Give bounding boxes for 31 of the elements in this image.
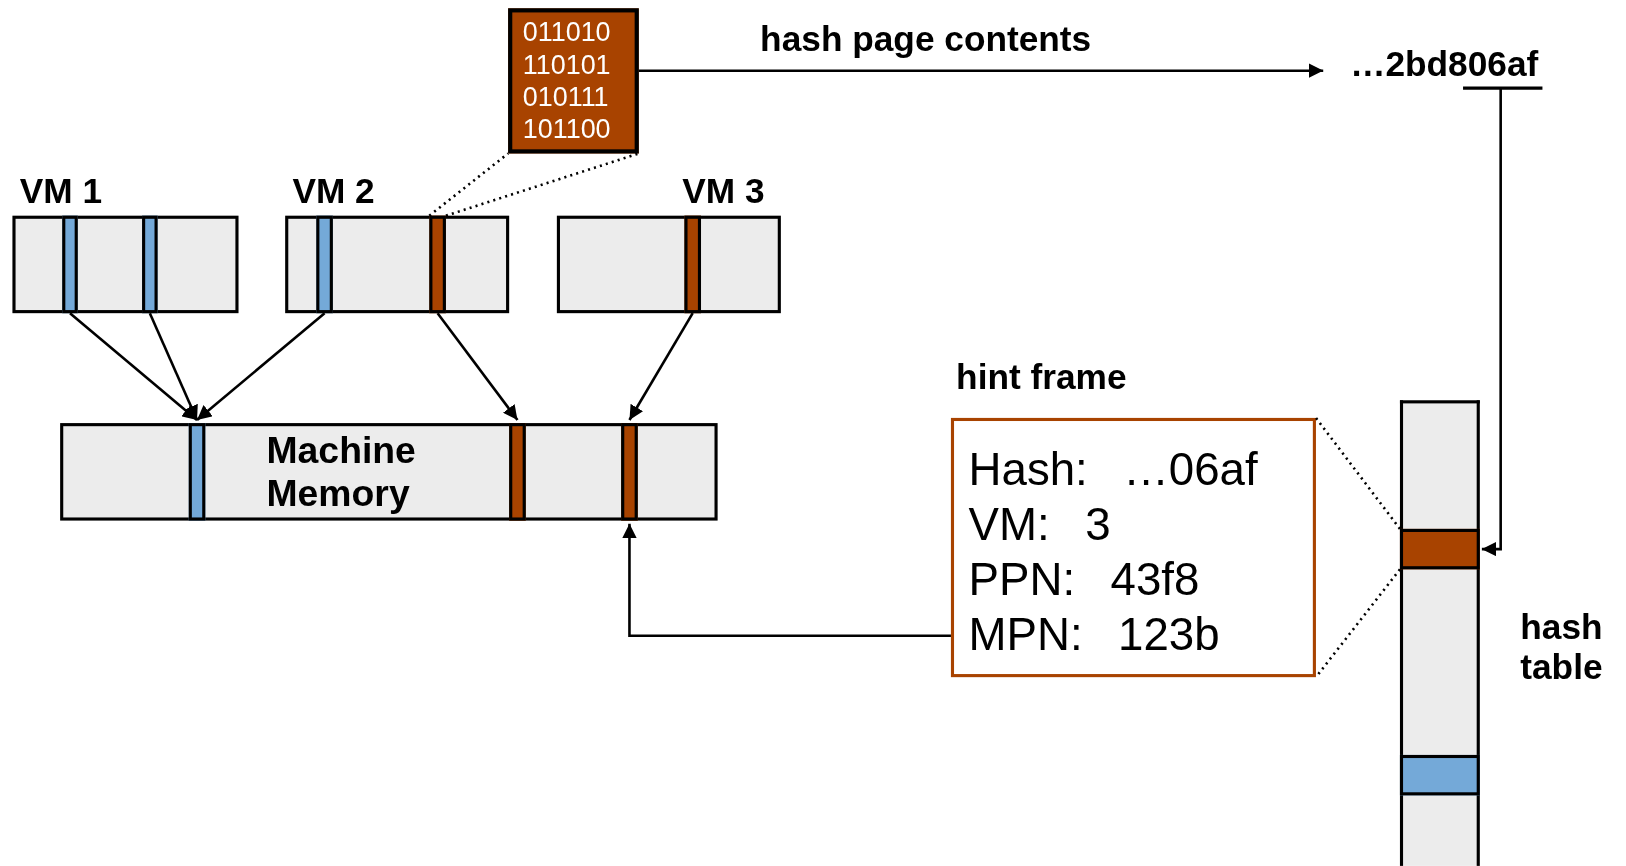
shared-page-slot — [316, 215, 333, 314]
shared-page-slot — [188, 423, 206, 521]
table-label: hash table — [1520, 606, 1604, 688]
arrow — [628, 312, 694, 421]
vm-label: VM 2 — [292, 171, 375, 212]
vm-label: VM 1 — [19, 171, 102, 212]
frame-field-text: MPN: 123b — [968, 608, 1220, 661]
memory-label: Machine Memory — [266, 428, 417, 516]
matched-page-slot — [621, 423, 638, 521]
arrow — [1481, 88, 1502, 557]
hash-value: …2bd806af — [1350, 43, 1539, 84]
arrow — [148, 312, 199, 421]
vm-label: VM 3 — [682, 171, 765, 212]
binary-text: 011010 110101 010111 101100 — [522, 16, 612, 146]
frame-heading: hint frame — [956, 356, 1127, 398]
matched-page-slot — [429, 215, 446, 314]
shared-page-slot — [142, 215, 158, 314]
arrow — [638, 63, 1324, 78]
frame-field-text: PPN: 43f8 — [968, 553, 1200, 606]
matched-page-slot — [509, 423, 526, 521]
frame-field-text: VM: 3 — [968, 498, 1111, 551]
shared-page-slot — [62, 215, 78, 314]
arrow — [69, 312, 198, 421]
zoom-guide-line — [428, 152, 641, 217]
matched-page-slot — [684, 215, 701, 314]
arrow — [622, 523, 951, 637]
arrow — [196, 312, 326, 421]
frame-field-text: Hash: …06af — [968, 443, 1258, 496]
arrow — [436, 312, 519, 421]
page-contents-box — [508, 8, 639, 154]
machine-memory-box — [60, 423, 718, 521]
